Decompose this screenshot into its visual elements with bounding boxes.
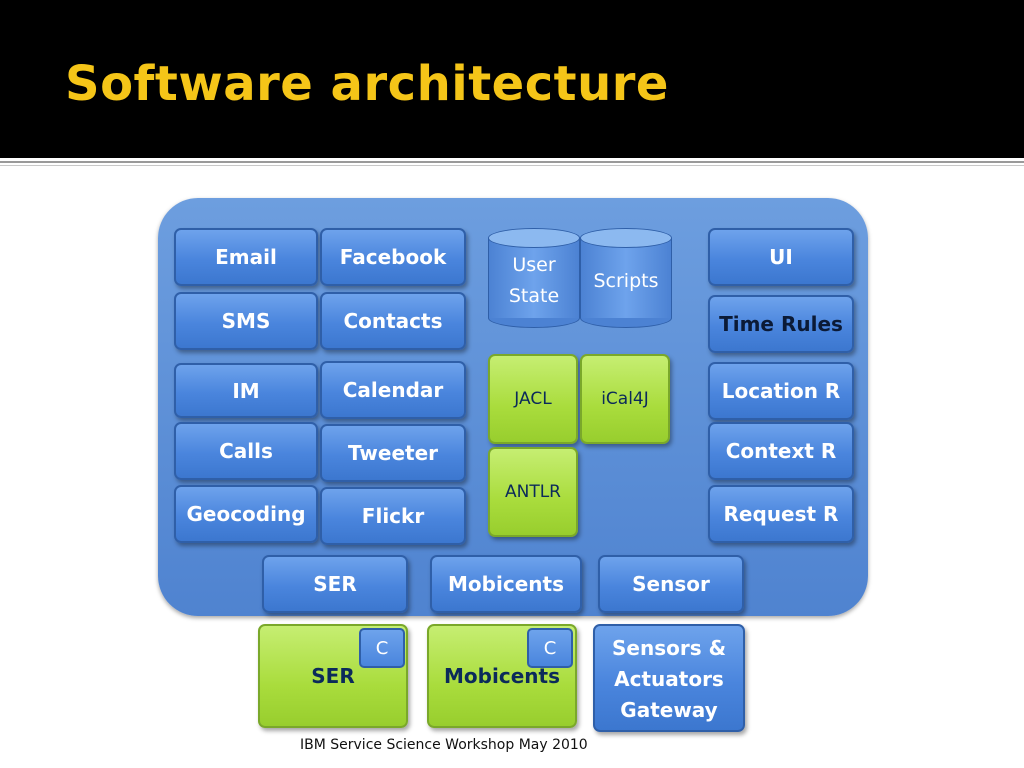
library-jacl: JACL: [488, 354, 578, 444]
footer-text: IBM Service Science Workshop May 2010: [300, 737, 588, 753]
component-facebook: Facebook: [320, 228, 466, 286]
adapter-mobicents: Mobicents: [430, 555, 582, 613]
title-bar: Software architecture: [0, 0, 1024, 158]
component-calls: Calls: [174, 422, 318, 480]
library-ical4j: iCal4J: [580, 354, 670, 444]
divider-line-thin: [0, 165, 1024, 166]
database-scripts-label: Scripts: [593, 270, 659, 292]
divider-line: [0, 161, 1024, 163]
component-contacts: Contacts: [320, 292, 466, 350]
library-antlr: ANTLR: [488, 447, 578, 537]
component-im: IM: [174, 363, 318, 418]
adapter-ser: SER: [262, 555, 408, 613]
component-geocoding: Geocoding: [174, 485, 318, 543]
component-context-rules: Context R: [708, 422, 854, 480]
external-mobicents: Mobicents: [427, 624, 577, 728]
component-time-rules: Time Rules: [708, 295, 854, 353]
database-scripts: Scripts: [580, 228, 672, 328]
component-sms: SMS: [174, 292, 318, 350]
component-calendar: Calendar: [320, 361, 466, 419]
gateway-line-3: Gateway: [620, 697, 718, 722]
client-badge-mobicents: C: [527, 628, 573, 668]
gateway-line-2: Actuators: [614, 666, 724, 691]
component-ui: UI: [708, 228, 854, 286]
database-user-state-label: User State: [508, 254, 560, 307]
architecture-container: Email SMS IM Calls Geocoding Facebook Co…: [158, 198, 868, 616]
external-ser-label: SER: [311, 664, 355, 688]
database-user-state: User State: [488, 228, 580, 328]
component-flickr: Flickr: [320, 487, 466, 545]
component-location-rules: Location R: [708, 362, 854, 420]
sensors-actuators-gateway: Sensors & Actuators Gateway: [593, 624, 745, 732]
component-email: Email: [174, 228, 318, 286]
client-badge-ser: C: [359, 628, 405, 668]
slide-title: Software architecture: [65, 56, 669, 112]
gateway-line-1: Sensors &: [611, 635, 727, 660]
component-request-rules: Request R: [708, 485, 854, 543]
adapter-sensor: Sensor: [598, 555, 744, 613]
component-tweeter: Tweeter: [320, 424, 466, 482]
external-mobicents-label: Mobicents: [444, 664, 560, 688]
